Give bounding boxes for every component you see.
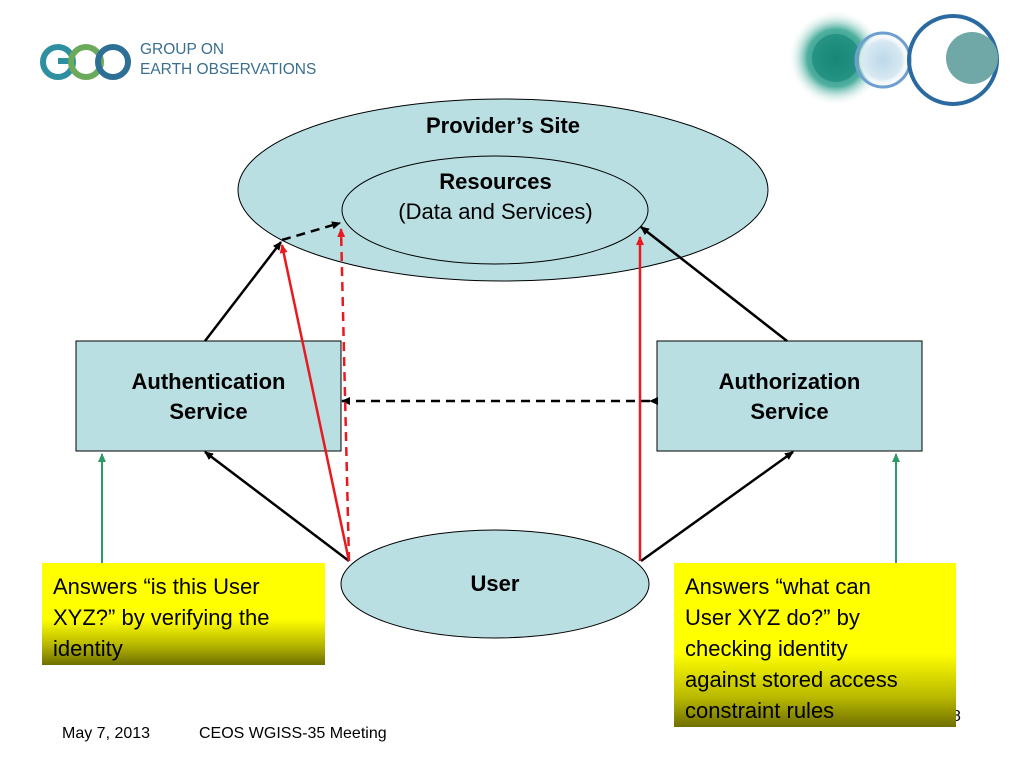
arrow-user-to-provider-red: [279, 244, 351, 562]
authentication-note: Answers “is this User XYZ?” by verifying…: [42, 563, 325, 665]
arrow-provider-to-resources-dashed: [281, 221, 341, 242]
authorization-note-line-4: against stored access: [685, 667, 898, 692]
authorization-line-1: Authorization: [718, 369, 861, 394]
authentication-line-1: Authentication: [131, 369, 286, 394]
arrow-user-to-authz: [640, 450, 794, 563]
resources-label: Resources (Data and Services): [343, 167, 648, 227]
authorization-note: Answers “what can User XYZ do?” by check…: [674, 563, 956, 727]
authorization-line-2: Service: [750, 399, 829, 424]
user-label: User: [470, 571, 520, 596]
provider-site-label: Provider’s Site: [425, 113, 581, 138]
authentication-line-2: Service: [169, 399, 248, 424]
authentication-note-line-2: XYZ?” by verifying the: [53, 605, 270, 630]
footer-date: May 7, 2013: [62, 725, 151, 742]
decorative-circles-icon: [788, 10, 999, 106]
authentication-service-label: Authentication Service: [76, 367, 341, 427]
arrow-auth-to-provider: [204, 241, 282, 342]
authorization-note-line-3: checking identity: [685, 636, 848, 661]
org-line-1: GROUP ON: [140, 41, 225, 58]
authorization-note-line-5: constraint rules: [685, 698, 835, 723]
authorization-note-line-2: User XYZ do?” by: [685, 605, 860, 630]
authentication-service-box: [75, 340, 342, 452]
resources-title: Resources: [439, 169, 552, 194]
geo-logo-icon: [40, 44, 131, 80]
authorization-service-box: [656, 340, 923, 452]
arrow-user-to-auth: [204, 451, 350, 562]
resources-ellipse: [341, 155, 649, 265]
org-line-2: EARTH OBSERVATIONS: [140, 61, 317, 78]
authentication-note-line-3: identity: [53, 636, 123, 661]
resources-subtitle: (Data and Services): [398, 199, 593, 224]
authentication-note-line-1: Answers “is this User: [53, 574, 260, 599]
arrow-user-to-resources-red-dashed: [337, 228, 351, 562]
arrow-authz-to-provider: [640, 226, 788, 342]
footer-meeting: CEOS WGISS-35 Meeting: [199, 725, 387, 742]
authorization-note-line-1: Answers “what can: [685, 574, 871, 599]
user-ellipse: [340, 529, 650, 639]
org-name: GROUP ON EARTH OBSERVATIONS: [140, 40, 316, 80]
authorization-service-label: Authorization Service: [657, 367, 922, 427]
